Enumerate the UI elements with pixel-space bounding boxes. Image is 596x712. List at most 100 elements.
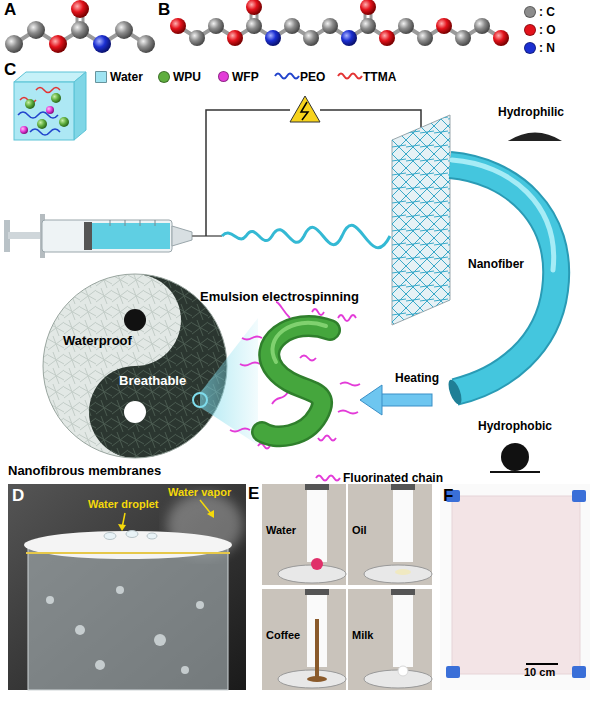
node-text: Oil [352,524,367,537]
molecule-b [417,30,433,46]
legend-text: : O [539,23,556,37]
repellency-photo [311,558,323,570]
legend-item: WPU [158,69,201,84]
legend-item: Fluorinated chain [343,470,443,485]
round-droplet [501,443,529,471]
molecule-a [115,21,133,39]
fluorinated-fiber [230,429,250,432]
legend-item: TTMA [363,69,396,84]
annotation: Heating [395,372,439,386]
molecule-a [5,35,23,53]
waterproof-photo [24,531,232,559]
emulsion-cube [14,82,74,140]
molecule-b [246,18,262,34]
waterproof-photo [75,625,85,635]
repellency-photo [262,484,346,585]
emulsion-cube [37,119,47,129]
emulsion-cube [36,88,60,93]
molecule-b [474,18,490,34]
nanofiber-tube [450,165,556,392]
molecule-b [170,18,186,34]
molecule-b [265,30,281,46]
molecule-b [379,30,395,46]
molecule-a [49,35,67,53]
fluorinated-fiber [338,411,358,414]
molecule-b [170,0,509,46]
molecule-b [208,18,224,34]
syringe [172,226,192,246]
node-text: 10 cm [524,666,555,679]
repellency-photo [305,484,329,490]
membrane-photo [572,490,586,502]
repellency-photo [305,589,329,595]
fluorinated-fiber [276,302,290,318]
nanofiber-tube [450,165,556,392]
syringe [42,220,172,252]
yin-yang-membrane [124,401,146,423]
emulsion-cube [20,126,28,134]
repellency-photo [391,589,415,595]
legend-text: Fluorinated chain [343,471,443,485]
test-photo: Oil [348,484,432,585]
waterproof-photo [46,596,54,604]
waterproof-photo [28,545,228,690]
legend-text: WPU [173,70,201,84]
test-photo: Coffee [262,589,346,690]
annotation: Nanofiber [468,258,524,272]
repellency-photo [262,484,346,585]
yin-yang-membrane [43,274,227,458]
legend-sample [316,476,340,481]
repellency-photo [395,569,411,575]
membrane-photo [452,496,580,674]
annotation: Hydrophilic [498,106,564,120]
voltage-wire [301,102,308,120]
repellency-photo [278,670,346,688]
legend-item: : C [524,4,555,19]
fluorinated-fiber [272,392,288,404]
syringe [84,222,92,250]
repellency-photo [307,484,327,562]
node-text: Water [266,524,296,537]
membrane-diagram: WaterproofBreathable [43,274,227,458]
molecule-b [360,18,376,34]
emulsion-cube [46,106,54,114]
waterproof-photo [116,586,124,594]
round-droplet [490,443,540,472]
heating-arrow [360,385,432,415]
molecule-b [493,30,509,46]
repellency-photo [348,484,432,585]
syringe [4,214,222,258]
fluorinated-fiber [300,356,316,361]
yin-yang-membrane [43,274,227,458]
panel-title: Nanofibrous membranes [8,464,161,479]
voltage-wire [206,96,421,236]
legend-swatch [524,42,536,54]
legend-item: Water [95,69,143,84]
emulsion-cube [59,117,69,127]
waterproof-photo [126,531,138,538]
membrane-photo [572,666,586,678]
syringe [110,220,155,226]
molecule-b [455,30,471,46]
molecule-a [137,35,155,53]
panel-letter: A [4,0,16,20]
repellency-photo [398,666,408,676]
legend-sample [338,74,362,79]
waterproof-photo [207,510,214,518]
molecule-a [5,0,155,53]
membrane-photo [526,663,558,665]
heating-arrow [380,394,432,406]
molecule-b [398,18,414,34]
molecule-b [322,18,338,34]
repellency-photo [348,589,432,690]
repellency-photo [393,484,413,562]
waterproof-photo [196,601,204,609]
yin-yang-membrane [124,309,146,331]
waterproof-photo [95,660,105,670]
node-text: Water droplet [88,498,159,511]
test-photo: Water [262,484,346,585]
legend-sample [275,74,299,79]
node-text: Water vapor [168,486,231,499]
molecule-a [93,35,111,53]
zoom-cone [200,318,258,445]
